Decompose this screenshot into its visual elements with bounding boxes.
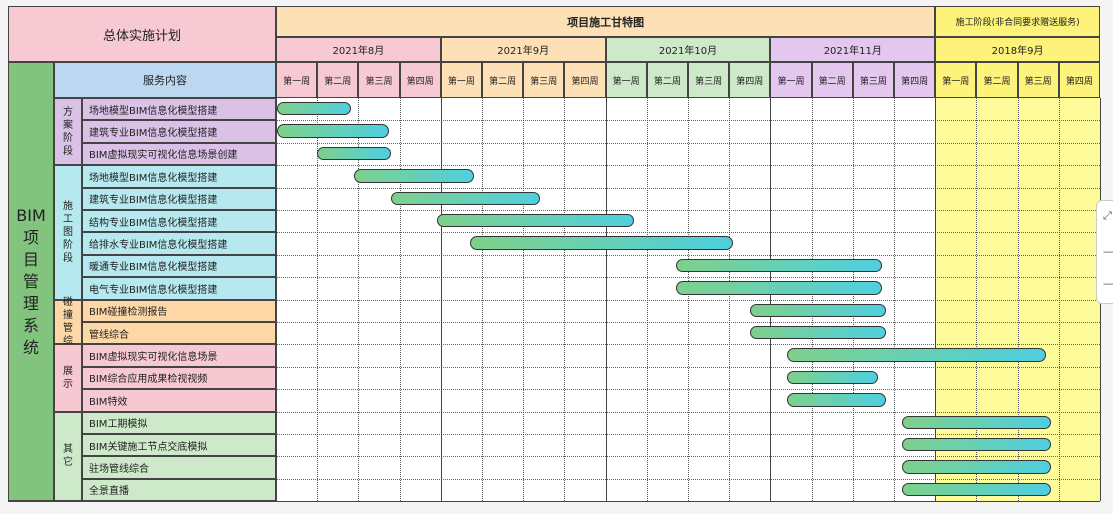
- gantt-bar[interactable]: [786, 348, 1047, 362]
- week-gridline: [482, 98, 483, 502]
- task-name: 管线综合: [82, 322, 276, 345]
- gantt-bar[interactable]: [277, 102, 351, 116]
- month-header: 2021年8月: [276, 37, 441, 62]
- week-header: 第三周: [688, 62, 730, 98]
- week-header: 第三周: [852, 62, 894, 98]
- week-gridline: [276, 98, 277, 502]
- task-name: 场地模型BIM信息化模型搭建: [82, 98, 276, 121]
- week-gridline: [852, 98, 854, 502]
- week-gridline: [317, 98, 319, 502]
- week-header: 第一周: [276, 62, 318, 98]
- gantt-bar[interactable]: [786, 370, 878, 385]
- gantt-bar[interactable]: [902, 460, 1051, 474]
- task-name: 电气专业BIM信息化模型搭建: [82, 277, 276, 300]
- minus-icon[interactable]: —: [1103, 277, 1113, 290]
- task-name: BIM碰撞检测报告: [82, 299, 276, 322]
- month-header: 2018年9月: [935, 37, 1100, 62]
- phase-label: 其它: [54, 411, 82, 502]
- task-name: 全景直播: [82, 478, 276, 502]
- task-name: 结构专业BIM信息化模型搭建: [82, 210, 276, 233]
- week-gridline: [770, 98, 772, 502]
- service-content-header: 服务内容: [54, 62, 276, 98]
- week-header: 第四周: [564, 62, 606, 98]
- task-name: 场地模型BIM信息化模型搭建: [82, 165, 276, 188]
- task-name: BIM关键施工节点交底模拟: [82, 434, 276, 457]
- gantt-bar[interactable]: [675, 258, 882, 273]
- week-header: 第四周: [729, 62, 771, 98]
- week-header: 第一周: [605, 62, 647, 98]
- gantt-bar[interactable]: [902, 438, 1051, 452]
- week-header: 第二周: [482, 62, 524, 98]
- week-gridline: [935, 98, 937, 502]
- overall-plan-title: 总体实施计划: [8, 6, 276, 62]
- task-name: BIM特效: [82, 389, 276, 412]
- week-gridline: [688, 98, 689, 502]
- month-header: 2021年11月: [770, 37, 936, 62]
- week-header: 第一周: [770, 62, 812, 98]
- week-gridline: [729, 98, 731, 502]
- gantt-bar[interactable]: [902, 415, 1051, 429]
- gantt-bar[interactable]: [391, 191, 540, 205]
- gantt-bar[interactable]: [436, 214, 635, 228]
- week-gridline: [440, 98, 442, 502]
- week-header: 第三周: [523, 62, 565, 98]
- week-gridline: [811, 98, 813, 502]
- week-header: 第三周: [1017, 62, 1059, 98]
- week-header: 第二周: [976, 62, 1018, 98]
- gantt-bar[interactable]: [902, 482, 1051, 497]
- week-header: 第二周: [646, 62, 688, 98]
- task-name: BIM虚拟现实可视化信息场景: [82, 344, 276, 367]
- phase-label: 施工图阶段: [54, 165, 82, 300]
- month-header: 2021年10月: [605, 37, 771, 62]
- task-name: BIM虚拟现实可视化信息场景创建: [82, 142, 276, 166]
- week-gridline: [605, 98, 607, 502]
- gantt-bar[interactable]: [786, 393, 886, 407]
- grid-bottom-border: [8, 501, 1100, 503]
- week-gridline: [646, 98, 648, 502]
- week-header: 第四周: [399, 62, 441, 98]
- phase-label: 方案阶段: [54, 98, 82, 166]
- gantt-bar[interactable]: [469, 236, 734, 250]
- week-header: 第二周: [317, 62, 359, 98]
- week-gridline: [1058, 98, 1060, 502]
- week-header: 第二周: [811, 62, 853, 98]
- month-header: 2021年9月: [440, 37, 606, 62]
- week-header: 第三周: [358, 62, 400, 98]
- week-gridline: [564, 98, 566, 502]
- minus-icon[interactable]: —: [1103, 245, 1113, 258]
- gantt-bar[interactable]: [749, 303, 886, 317]
- task-name: 建筑专业BIM信息化模型搭建: [82, 187, 276, 210]
- task-name: 暖通专业BIM信息化模型搭建: [82, 254, 276, 278]
- week-gridline: [523, 98, 525, 502]
- gantt-bar[interactable]: [317, 146, 392, 161]
- task-name: 建筑专业BIM信息化模型搭建: [82, 120, 276, 143]
- extra-phase-title: 施工阶段(非合同要求赠送服务): [935, 6, 1100, 37]
- gantt-bar[interactable]: [354, 169, 474, 183]
- week-gridline: [358, 98, 360, 502]
- week-header: 第四周: [1058, 62, 1100, 98]
- week-header: 第一周: [935, 62, 977, 98]
- gantt-bar[interactable]: [675, 281, 882, 295]
- gantt-title: 项目施工甘特图: [276, 6, 936, 37]
- week-gridline: [399, 98, 401, 502]
- expand-icon[interactable]: ⤢: [1103, 209, 1112, 222]
- phase-label: 碰撞管综: [54, 297, 82, 347]
- floating-toolbar[interactable]: ⤢ — —: [1096, 200, 1113, 304]
- system-label: BIM 项 目 管 理 系 统: [8, 62, 54, 502]
- task-name: 驻场管线综合: [82, 456, 276, 479]
- task-name: BIM工期模拟: [82, 411, 276, 434]
- week-header: 第一周: [440, 62, 482, 98]
- week-header: 第四周: [894, 62, 936, 98]
- week-gridline: [976, 98, 978, 502]
- gantt-bar[interactable]: [749, 326, 886, 340]
- week-gridline: [894, 98, 895, 502]
- phase-label: 展示: [54, 344, 82, 412]
- week-gridline: [1017, 98, 1019, 502]
- task-name: 给排水专业BIM信息化模型搭建: [82, 232, 276, 255]
- gantt-bar[interactable]: [277, 124, 390, 138]
- task-name: BIM综合应用成果检视视频: [82, 366, 276, 390]
